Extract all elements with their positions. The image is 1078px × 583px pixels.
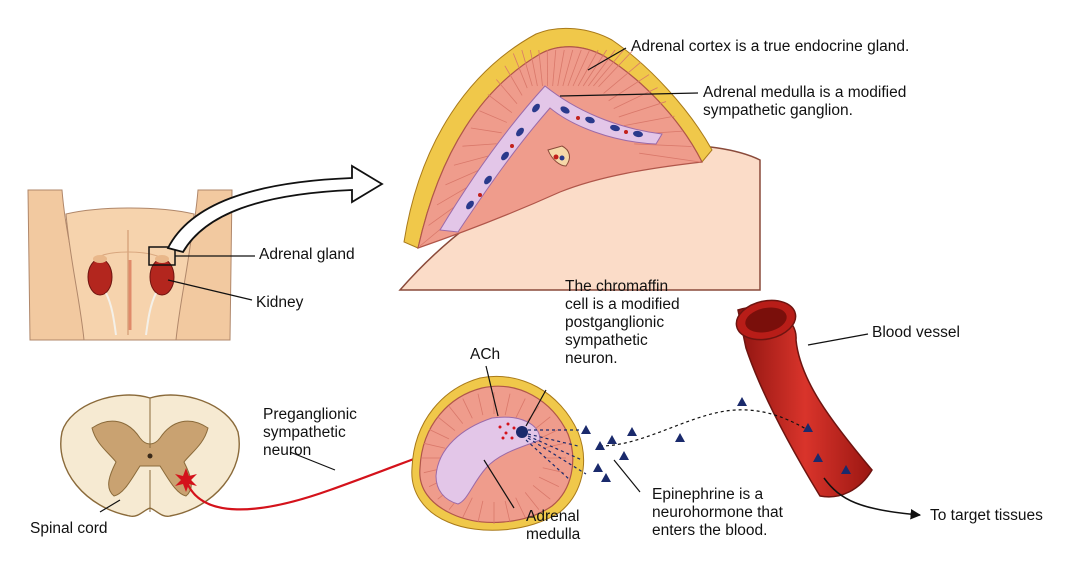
- blood-vessel: [735, 299, 873, 498]
- spinal-cord-label: Spinal cord: [30, 520, 108, 537]
- target-tissues-label: To target tissues: [930, 507, 1043, 524]
- chromaffin-cell-label: The chromaffin cell is a modified postga…: [565, 278, 680, 367]
- torso-illustration: [27, 189, 233, 341]
- kidney-label: Kidney: [256, 294, 304, 311]
- chromaffin-cell: [516, 426, 528, 438]
- adrenal-gland-label: Adrenal gland: [259, 246, 355, 263]
- epinephrine-molecule-icon: [601, 473, 611, 482]
- preganglionic-neuron-label: Preganglionic sympathetic neuron: [263, 406, 357, 459]
- epinephrine-molecule-icon: [813, 453, 823, 462]
- spinal-cord-section: [60, 394, 240, 518]
- adrenal-cortex-label: Adrenal cortex is a true endocrine gland…: [631, 38, 910, 55]
- adrenal-medulla-bottom-label: Adrenal medulla: [526, 508, 581, 543]
- epinephrine-molecule-icon: [581, 425, 591, 434]
- right-adrenal-gland: [155, 255, 169, 263]
- adrenal-medulla-top: [439, 85, 663, 233]
- epinephrine-molecule-icon: [841, 465, 851, 474]
- epinephrine-label: Epinephrine is a neurohormone that enter…: [652, 486, 783, 539]
- epinephrine-molecule-icon: [675, 433, 685, 442]
- epinephrine-molecule-icon: [593, 463, 603, 472]
- ach-label: ACh: [470, 346, 501, 363]
- adrenal-medulla-bottom: [435, 416, 541, 505]
- blood-vessel-label: Blood vessel: [872, 324, 960, 341]
- adrenal-gland-bottom: [411, 375, 587, 531]
- left-kidney: [87, 258, 113, 296]
- zoom-arrow-icon: [166, 164, 384, 254]
- epinephrine-molecule-icon: [803, 423, 813, 432]
- epinephrine-molecule-icon: [627, 427, 637, 436]
- epinephrine-molecule-icon: [607, 435, 617, 444]
- left-adrenal-gland: [93, 255, 107, 263]
- epinephrine-molecule-icon: [619, 451, 629, 460]
- epinephrine-molecule-icon: [737, 397, 747, 406]
- adrenal-cross-section: [398, 27, 761, 291]
- adrenal-medulla-top-label: Adrenal medulla is a modified sympatheti…: [703, 84, 907, 119]
- epinephrine-molecule-icon: [595, 441, 605, 450]
